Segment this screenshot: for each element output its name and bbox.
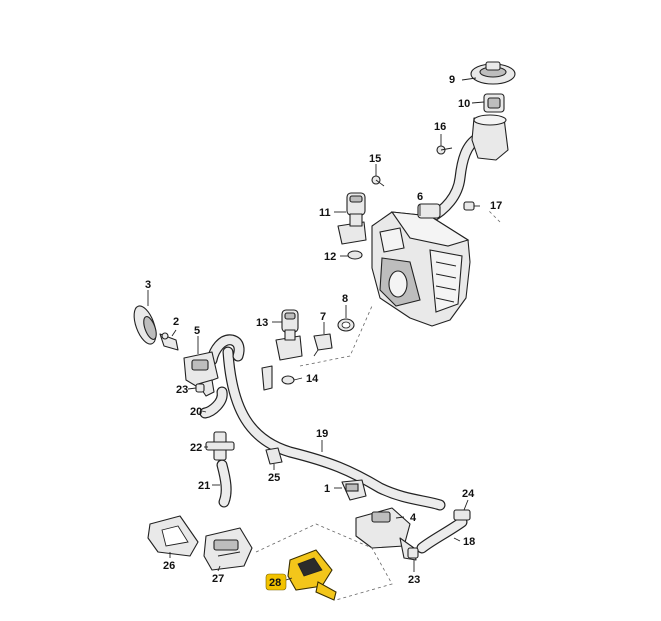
nozzle-2 — [159, 332, 179, 351]
hose-6 — [424, 132, 484, 224]
clip-23a — [195, 383, 205, 393]
callout-9: 9 — [449, 74, 455, 86]
callout-20: 20 — [190, 406, 202, 418]
callout-10: 10 — [458, 98, 470, 110]
callout-8: 8 — [342, 293, 348, 305]
callout-17: 17 — [490, 200, 502, 212]
callout-12: 12 — [324, 251, 336, 263]
grommet-12 — [347, 250, 363, 260]
grommet-14 — [281, 375, 295, 385]
callout-25: 25 — [268, 472, 280, 484]
callout-15: 15 — [369, 153, 381, 165]
washer-fluid-reservoir — [371, 203, 471, 327]
callout-6: 6 — [417, 191, 423, 203]
callout-22: 22 — [190, 442, 202, 454]
washer-pump-13 — [275, 309, 303, 361]
callout-19: 19 — [316, 428, 328, 440]
level-sensor-7 — [313, 333, 333, 357]
nozzle-assembly-4 — [355, 507, 417, 561]
hose-18 — [416, 516, 468, 554]
callout-1: 1 — [324, 483, 330, 495]
callout-28: 28 — [269, 577, 281, 589]
callout-23-upper: 23 — [176, 384, 188, 396]
filler-neck — [471, 114, 509, 161]
filler-cap — [470, 61, 516, 85]
headlamp-washer-cap-3 — [133, 305, 157, 345]
highlighted-part-28 — [287, 549, 337, 601]
seal-8 — [337, 318, 355, 332]
hose-21 — [216, 459, 232, 508]
callout-7: 7 — [320, 311, 326, 323]
clip-25 — [265, 447, 283, 465]
callout-27: 27 — [212, 573, 224, 585]
callout-26: 26 — [163, 560, 175, 572]
assembly-line-right — [487, 209, 501, 223]
callout-2: 2 — [173, 316, 179, 328]
bolt-16 — [436, 145, 453, 155]
bracket-26 — [147, 515, 199, 557]
t-connector-22 — [205, 431, 235, 461]
assembly-line-bottom — [255, 523, 393, 601]
control-unit-27 — [203, 527, 253, 571]
callout-16: 16 — [434, 121, 446, 133]
connector-near-13 — [261, 365, 273, 391]
hose-19 — [222, 346, 446, 511]
callout-4: 4 — [410, 512, 417, 524]
callout-5: 5 — [194, 325, 200, 337]
callout-3: 3 — [145, 279, 151, 291]
leader-lines — [147, 77, 485, 581]
callout-28-highlight: 28 — [265, 573, 287, 591]
filler-neck-clip — [483, 93, 505, 113]
callout-14: 14 — [306, 373, 319, 385]
callout-21: 21 — [198, 480, 210, 492]
clip-17 — [463, 201, 475, 211]
callout-13: 13 — [256, 317, 268, 329]
clip-23b — [407, 547, 419, 559]
callout-11: 11 — [319, 207, 331, 219]
callout-24: 24 — [462, 488, 475, 500]
pump-5 — [183, 351, 219, 397]
bolt-15 — [371, 175, 385, 187]
hose-20 — [199, 386, 228, 419]
nozzle-1 — [341, 479, 367, 501]
connector-24 — [453, 509, 471, 521]
callout-18: 18 — [463, 536, 475, 548]
assembly-line-mid — [299, 305, 373, 367]
hose-5-upper — [206, 334, 245, 366]
washer-pump-11 — [337, 192, 367, 245]
callout-23-lower: 23 — [408, 574, 420, 586]
